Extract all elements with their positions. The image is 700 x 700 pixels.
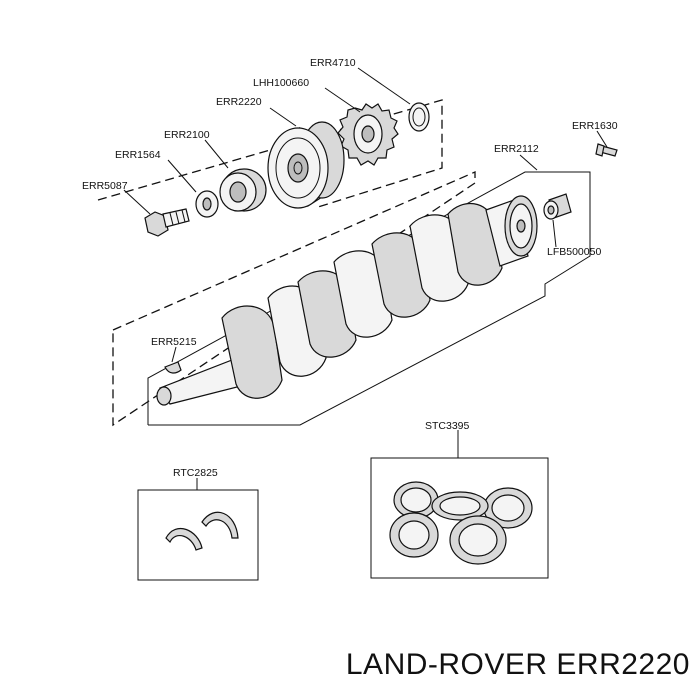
label-err5215: ERR5215 (151, 336, 197, 348)
crankshaft-pulley-part (267, 121, 345, 209)
thrust-washers-part (165, 511, 239, 551)
label-err5087: ERR5087 (82, 180, 128, 192)
front-assembly-dashed-outline (97, 99, 443, 209)
label-rtc2825: RTC2825 (173, 467, 218, 479)
bush-part (543, 193, 572, 220)
crankshaft-part (156, 195, 538, 406)
leader-lines (123, 67, 608, 490)
main-bearings-part (389, 481, 533, 565)
label-err1630: ERR1630 (572, 120, 618, 132)
label-err2112: ERR2112 (494, 143, 539, 155)
label-lhh100660: LHH100660 (253, 77, 309, 89)
bolt-part (144, 208, 190, 237)
woodruff-key-part (164, 361, 182, 374)
caption-text: LAND-ROVER ERR2220 (346, 648, 690, 681)
label-stc3395: STC3395 (425, 420, 470, 432)
crankshaft-dashed-outline (112, 171, 476, 427)
label-err1564: ERR1564 (115, 149, 161, 161)
washer-part (195, 190, 219, 218)
thrust-washer-part (408, 102, 430, 132)
sprocket-part (337, 103, 399, 166)
label-lfb500050: LFB500050 (547, 246, 601, 258)
dowel-part (595, 143, 618, 157)
label-err4710: ERR4710 (310, 57, 356, 69)
thrust-washer-box (137, 489, 259, 581)
label-err2220: ERR2220 (216, 96, 262, 108)
label-err2100: ERR2100 (164, 129, 210, 141)
main-bearing-box (370, 457, 549, 579)
oil-seal-part (219, 168, 267, 212)
